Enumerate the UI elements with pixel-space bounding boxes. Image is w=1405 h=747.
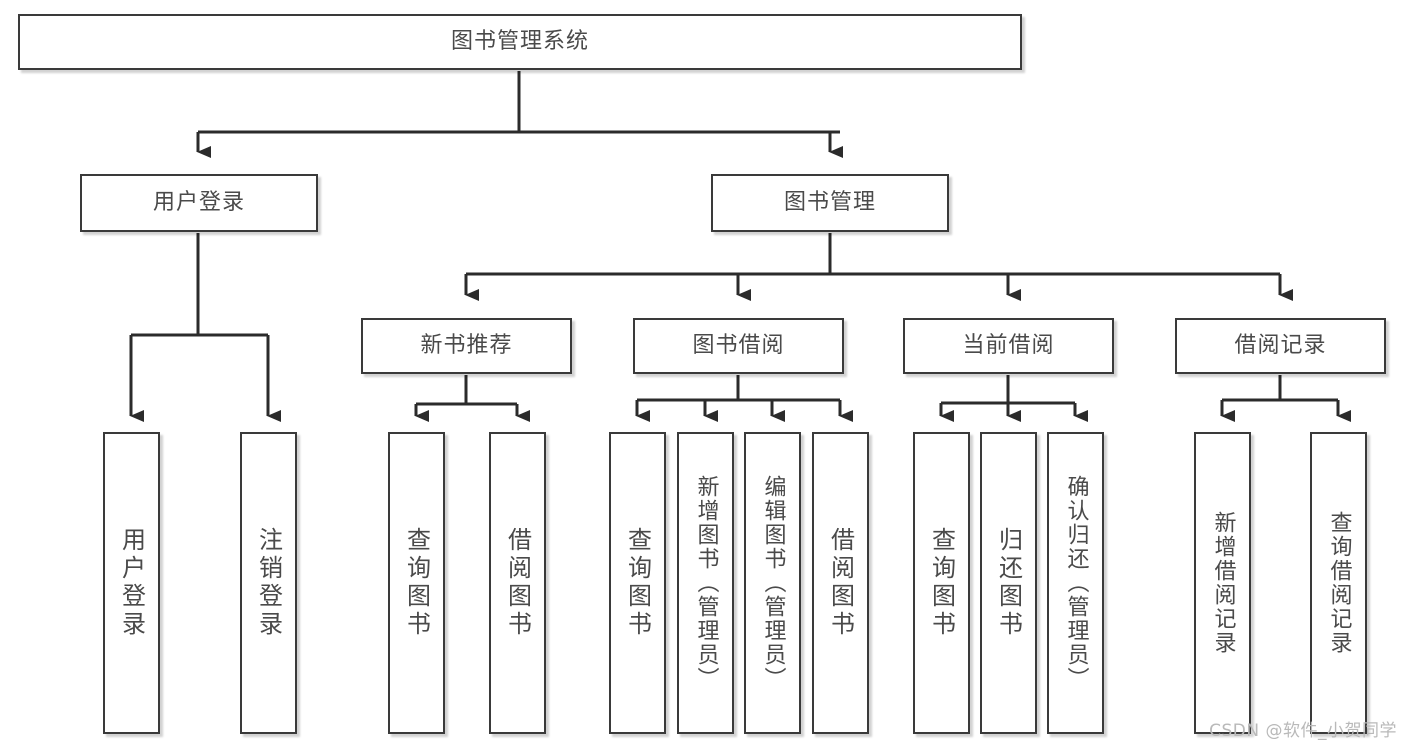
node-root-label: 图书管理系统 (450, 29, 589, 55)
watermark: CSDN @软件_小贺同学 (1209, 721, 1397, 741)
node-leaf-user-login[interactable]: 用户登录 (103, 432, 160, 734)
node-leaf-query-book-current-label: 查询图书 (927, 527, 956, 639)
node-leaf-query-record-label: 查询借阅记录 (1326, 511, 1352, 655)
node-leaf-return-book-label: 归还图书 (994, 527, 1023, 639)
node-current-borrow-label: 当前借阅 (962, 333, 1055, 359)
node-leaf-borrow-book-rec-label: 借阅图书 (503, 527, 532, 639)
node-current-borrow[interactable]: 当前借阅 (903, 318, 1114, 374)
node-leaf-user-login-label: 用户登录 (117, 527, 146, 639)
node-book-borrow[interactable]: 图书借阅 (633, 318, 844, 374)
node-leaf-edit-book-label: 编辑图书（管理员） (760, 475, 786, 691)
node-book-manage[interactable]: 图书管理 (711, 174, 949, 232)
node-leaf-query-record[interactable]: 查询借阅记录 (1310, 432, 1367, 734)
node-leaf-borrow-book[interactable]: 借阅图书 (812, 432, 869, 734)
node-user-login-label: 用户登录 (152, 190, 245, 216)
node-leaf-user-logout[interactable]: 注销登录 (240, 432, 297, 734)
node-leaf-borrow-book-rec[interactable]: 借阅图书 (489, 432, 546, 734)
node-borrow-record-label: 借阅记录 (1234, 333, 1327, 359)
node-leaf-add-book-label: 新增图书（管理员） (693, 475, 719, 691)
node-leaf-query-book-rec[interactable]: 查询图书 (388, 432, 445, 734)
node-leaf-query-book-borrow-label: 查询图书 (623, 527, 652, 639)
node-leaf-confirm-return-label: 确认归还（管理员） (1063, 475, 1089, 691)
node-leaf-query-book-rec-label: 查询图书 (402, 527, 431, 639)
node-borrow-record[interactable]: 借阅记录 (1175, 318, 1386, 374)
node-book-manage-label: 图书管理 (783, 190, 876, 216)
node-leaf-add-record[interactable]: 新增借阅记录 (1194, 432, 1251, 734)
node-leaf-add-record-label: 新增借阅记录 (1210, 511, 1236, 655)
node-leaf-borrow-book-label: 借阅图书 (826, 527, 855, 639)
node-leaf-confirm-return[interactable]: 确认归还（管理员） (1047, 432, 1104, 734)
node-leaf-edit-book[interactable]: 编辑图书（管理员） (744, 432, 801, 734)
node-leaf-query-book-borrow[interactable]: 查询图书 (609, 432, 666, 734)
node-leaf-query-book-current[interactable]: 查询图书 (913, 432, 970, 734)
node-new-book-rec-label: 新书推荐 (420, 333, 513, 359)
node-leaf-user-logout-label: 注销登录 (254, 527, 283, 639)
node-leaf-return-book[interactable]: 归还图书 (980, 432, 1037, 734)
node-user-login[interactable]: 用户登录 (80, 174, 318, 232)
node-root[interactable]: 图书管理系统 (18, 14, 1022, 70)
node-leaf-add-book[interactable]: 新增图书（管理员） (677, 432, 734, 734)
node-book-borrow-label: 图书借阅 (692, 333, 785, 359)
node-new-book-rec[interactable]: 新书推荐 (361, 318, 572, 374)
